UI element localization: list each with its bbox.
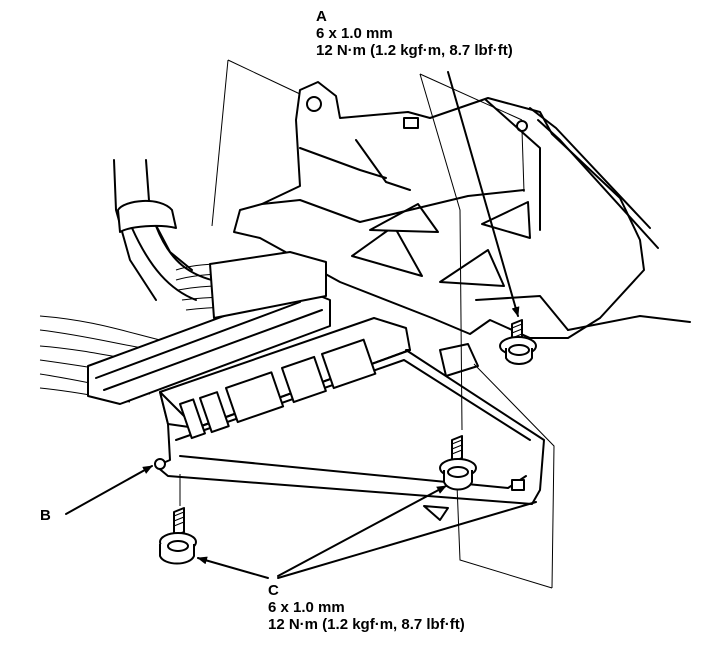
callout-b-letter: B (40, 507, 51, 524)
callout-b-arrow (65, 465, 153, 515)
leader-lines (179, 59, 555, 589)
bolt-a-icon (499, 319, 537, 365)
ecm-unit (154, 317, 545, 521)
callout-c-size: 6 x 1.0 mm (268, 599, 345, 616)
mounting-bracket (233, 81, 691, 377)
callout-c: C 6 x 1.0 mm 12 N·m (1.2 kgf·m, 8.7 lbf·… (268, 582, 465, 633)
callout-b: B (40, 507, 51, 524)
callout-a-size: 6 x 1.0 mm (316, 25, 393, 42)
callout-a-arrow (447, 71, 520, 317)
callout-a-torque: 12 N·m (1.2 kgf·m, 8.7 lbf·ft) (316, 42, 513, 59)
callout-c-letter: C (268, 582, 279, 599)
callout-c-torque: 12 N·m (1.2 kgf·m, 8.7 lbf·ft) (268, 616, 465, 633)
wire-harness (39, 159, 331, 405)
callout-a-letter: A (316, 8, 327, 25)
bolt-c-left-icon (159, 507, 197, 565)
callout-a: A 6 x 1.0 mm 12 N·m (1.2 kgf·m, 8.7 lbf·… (316, 8, 513, 59)
bolt-c-right-icon (439, 435, 477, 491)
callout-c-arrows (197, 485, 537, 579)
